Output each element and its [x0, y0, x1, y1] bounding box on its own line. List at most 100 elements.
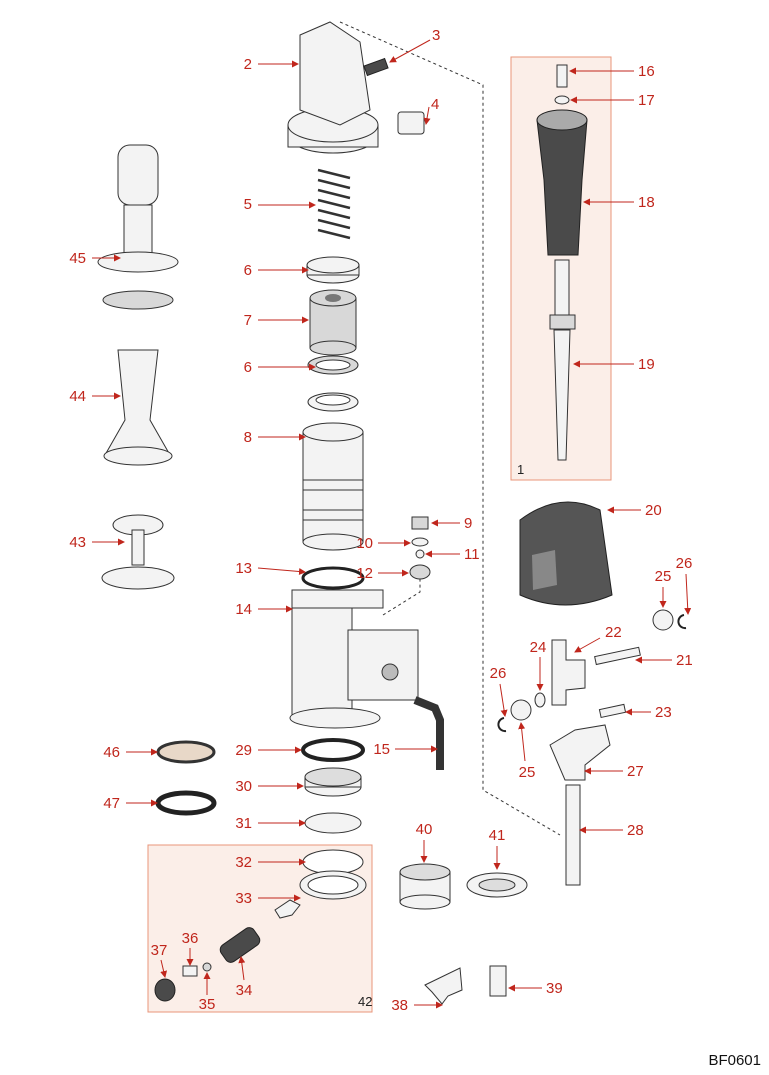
callout-leader-arrow — [499, 683, 508, 717]
part-5-spring — [317, 168, 351, 240]
callout-number: 10 — [356, 535, 373, 552]
callout-leader-arrow — [423, 106, 431, 125]
part-26-clip — [497, 717, 507, 733]
callout-number: 33 — [235, 890, 252, 907]
part-38-spout — [424, 967, 463, 1005]
group-label: 42 — [358, 994, 372, 1009]
part-6-ring — [306, 256, 360, 284]
part-29-gasket — [301, 738, 365, 762]
callout-number: 3 — [432, 27, 440, 44]
callout-number: 13 — [235, 560, 252, 577]
part-32-basket — [302, 849, 364, 875]
part-34-handle — [219, 927, 261, 963]
callout-number: 8 — [244, 429, 252, 446]
callout-number: 26 — [676, 555, 693, 572]
callout-number: 27 — [627, 763, 644, 780]
part-35-washer — [202, 962, 212, 972]
callout-number: 18 — [638, 194, 655, 211]
part-23-pin — [598, 703, 627, 719]
part-30-screen — [304, 767, 362, 797]
callout-leader-arrow — [574, 637, 601, 653]
callout-number: 45 — [69, 250, 86, 267]
callout-leader-arrow — [238, 956, 246, 981]
part-14-group-body — [289, 589, 419, 729]
callout-number: 2 — [244, 56, 252, 73]
part-46-shim — [156, 740, 216, 764]
drawing-code: BF0601 — [708, 1052, 761, 1069]
callout-number: 31 — [235, 815, 252, 832]
callout-leader-arrow — [518, 722, 526, 762]
part-21-shaft — [594, 646, 641, 666]
group-label: 1 — [517, 462, 524, 477]
part-15-pipe — [413, 696, 444, 770]
part-44-tamper — [103, 349, 173, 466]
part-18-lever-handle — [536, 109, 588, 256]
callout-number: 14 — [235, 601, 252, 618]
callout-number: 25 — [655, 568, 672, 585]
callout-number: 30 — [235, 778, 252, 795]
part-25-washer — [510, 699, 532, 721]
part-2-lever-bracket — [287, 21, 379, 154]
part-39-fitting — [489, 965, 507, 997]
callout-number: 29 — [235, 742, 252, 759]
callout-number: 15 — [373, 741, 390, 758]
callout-leader-arrow — [257, 567, 306, 575]
callout-number: 38 — [391, 997, 408, 1014]
callout-leader-arrow — [684, 573, 692, 615]
callout-number: 44 — [69, 388, 86, 405]
callout-number: 35 — [199, 996, 216, 1013]
part-27-yoke — [549, 724, 611, 781]
part-4-cap — [397, 111, 425, 135]
callout-number: 12 — [356, 565, 373, 582]
callout-number: 6 — [244, 262, 252, 279]
part-45-tamper — [97, 144, 179, 310]
part-37-knob — [154, 978, 176, 1002]
callout-leader-arrow — [160, 959, 168, 978]
callout-number: 9 — [464, 515, 472, 532]
part-13-gasket — [301, 566, 365, 590]
callout-number: 16 — [638, 63, 655, 80]
part-47-gasket — [155, 790, 217, 816]
part-7-piston — [309, 289, 357, 356]
part-26-clip — [677, 614, 687, 630]
callout-number: 28 — [627, 822, 644, 839]
callout-number: 4 — [431, 96, 439, 113]
part-36-screw — [182, 965, 198, 977]
part-40-basket — [399, 863, 451, 910]
part-9-11-12-fittings — [409, 516, 431, 580]
assembly-line — [382, 578, 421, 616]
callout-number: 43 — [69, 534, 86, 551]
part-28-rod — [565, 784, 581, 886]
callout-number: 17 — [638, 92, 655, 109]
callout-number: 23 — [655, 704, 672, 721]
assembly-line — [339, 21, 561, 836]
callout-number: 20 — [645, 502, 662, 519]
callout-number: 5 — [244, 196, 252, 213]
part-3-pin — [363, 57, 389, 77]
callout-number: 37 — [151, 942, 168, 959]
part-31-ring — [304, 812, 362, 834]
part-6-rings — [307, 355, 359, 412]
part-25-washer — [652, 609, 674, 631]
callout-number: 25 — [519, 764, 536, 781]
callout-number: 32 — [235, 854, 252, 871]
callout-number: 39 — [546, 980, 563, 997]
callout-number: 11 — [464, 546, 480, 563]
part-41-basket — [466, 872, 528, 898]
part-43-tamper — [101, 514, 175, 590]
callout-number: 19 — [638, 356, 655, 373]
callout-layer: 2345676891011121314151617181920212223242… — [69, 27, 692, 1014]
callout-number: 26 — [490, 665, 507, 682]
part-22-tee — [551, 639, 586, 706]
callout-number: 41 — [489, 827, 506, 844]
part-19-lever-shaft — [549, 259, 576, 461]
callout-leader-arrow — [389, 39, 431, 63]
callout-number: 22 — [605, 624, 622, 641]
callout-number: 21 — [676, 652, 693, 669]
callout-number: 7 — [244, 312, 252, 329]
part-20-cover — [519, 501, 613, 606]
callout-number: 6 — [244, 359, 252, 376]
callout-number: 46 — [103, 744, 120, 761]
